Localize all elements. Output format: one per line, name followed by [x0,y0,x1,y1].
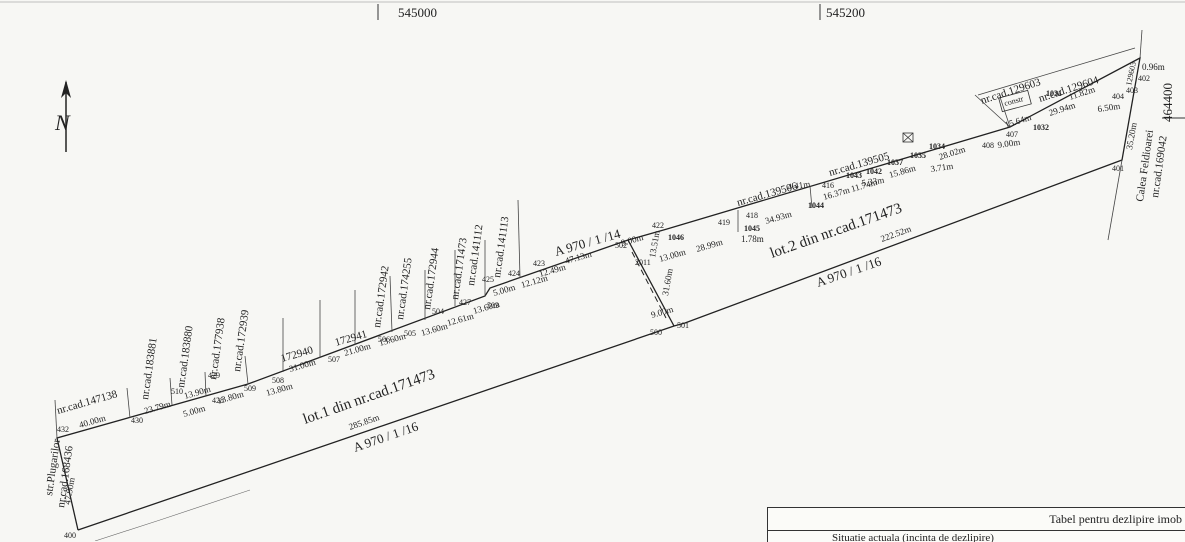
point-1031: 1031 [1046,89,1062,98]
cad-172939: nr.cad.172939 [231,309,252,373]
cad-172944: nr.cad.172944 [421,247,442,311]
point-506: 506 [378,335,390,344]
point-505: 505 [404,329,416,338]
point-422: 422 [652,221,664,230]
dim-500a: 5.00m [182,403,207,419]
point-404: 404 [1112,92,1124,101]
point-1046: 1046 [668,233,684,242]
point-507: 507 [328,355,340,364]
point-2011: 2011 [635,258,651,267]
dim-1351: 13.51m [647,230,662,259]
point-432: 432 [57,425,69,434]
bottom-line [94,489,251,541]
point-500: 500 [650,328,662,337]
dim-3493: 34.93m [764,209,793,226]
point-503: 503 [487,301,499,310]
north-arrow-icon: N [54,80,71,152]
point-1044: 1044 [808,201,824,210]
point-423: 423 [533,259,545,268]
point-402: 402 [1138,74,1150,83]
point-407: 407 [1006,130,1018,139]
point-419: 419 [718,218,730,227]
dim-533: 5.33m [861,175,885,188]
point-430: 430 [131,416,143,425]
point-427: 427 [459,298,471,307]
dim-650: 6.50m [1097,101,1121,114]
dim-1300: 13.00m [658,247,687,264]
dashed-line [631,251,667,319]
point-508: 508 [272,376,284,385]
point-1034: 1034 [929,142,945,151]
cross-box-icon [902,132,914,143]
cad-183881: nr.cad.183881 [139,337,160,400]
point-501: 501 [677,321,689,330]
grid-label-464400: 464400 [1160,83,1175,122]
table-divider [768,530,1185,531]
lot-divider [627,239,675,327]
point-502: 502 [615,241,627,250]
point-1035: 1035 [910,151,926,160]
point-1037: 1037 [887,158,903,167]
point-510: 510 [171,387,183,396]
north-symbol: N [54,110,71,135]
point-1045: 1045 [744,224,760,233]
table-subtitle: Situatie actuala (incinta de dezlipire) [832,532,994,542]
cad-147138: nr.cad.147138 [56,388,120,417]
point-1042: 1042 [866,167,882,176]
point-509: 509 [244,384,256,393]
point-401: 401 [1112,164,1124,173]
dim-2379: 23.79m [143,399,172,416]
dim-1261: 12.61m [446,311,475,328]
construction-outline [998,89,1032,113]
point-418: 418 [746,211,758,220]
dim-441: 4.41m [787,179,811,192]
table-title: Tabel pentru dezlipire imob [1049,512,1182,526]
dim-4790: 47.90m [62,477,77,506]
point-429: 429 [208,371,220,380]
cad-174255: nr.cad.174255 [394,257,415,321]
point-416: 416 [822,181,834,190]
grid-label-545000: 545000 [398,5,437,20]
point-425: 425 [482,275,494,284]
dim-900c: 9.00m [997,137,1021,150]
neighbour-lines [54,29,1143,439]
road-label-2: A 970 / 1 /16 [814,253,884,289]
point-504: 504 [432,307,444,316]
cad-183880: nr.cad.183880 [175,325,196,389]
dim-2899: 28.99m [695,237,724,254]
dim-2994: 29.94m [1048,100,1077,118]
dim-178: 1.78m [741,234,764,244]
dezlipire-table: Tabel pentru dezlipire imob Situatie act… [767,507,1185,542]
dim-3520: 35.20m [1124,122,1139,151]
dim-22252: 222.52m [879,224,912,244]
point-408: 408 [982,141,994,150]
dim-1360b: 13.60m [420,321,449,338]
dim-371: 3.71m [930,161,954,174]
dim-28585: 285.85m [347,412,380,432]
grid-label-545200: 545200 [826,5,865,20]
point-424: 424 [508,269,520,278]
dim-900b: 9.00m [650,304,675,320]
dim-096: 0.96m [1142,62,1165,72]
parcel-outline [56,56,1141,531]
point-403: 403 [1126,86,1138,95]
cad-172942: nr.cad.172942 [371,265,392,328]
dim-500b: 5.00m [492,282,517,298]
point-1032: 1032 [1033,123,1049,132]
point-428: 428 [212,396,224,405]
point-400: 400 [64,531,76,540]
dim-3160: 31.60m [660,268,675,297]
dim-1564: 15.64m [1004,112,1033,130]
point-1043: 1043 [846,171,862,180]
